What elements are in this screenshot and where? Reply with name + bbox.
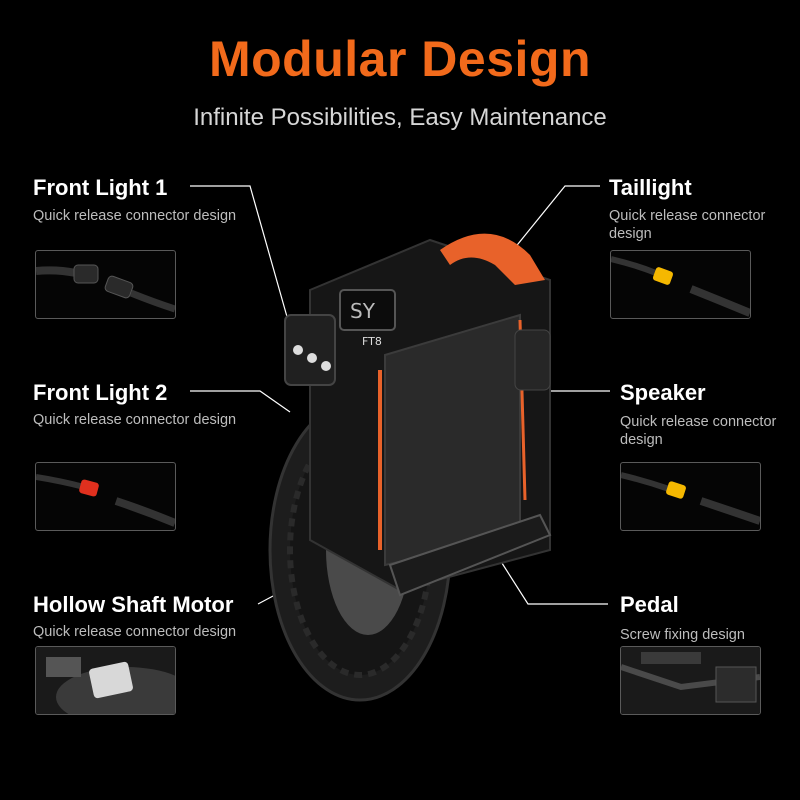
connector-cable-yellow-icon xyxy=(611,256,750,317)
part-desc-front-light-2: Quick release connector design xyxy=(33,412,237,428)
part-desc-speaker: Quick release connector design xyxy=(620,414,777,448)
part-label-front-light-1: Front Light 1 xyxy=(33,175,168,200)
thumb-front-light-1 xyxy=(35,250,176,319)
leader-line-taillight xyxy=(504,185,600,261)
part-label-motor: Hollow Shaft Motor xyxy=(33,592,234,617)
connector-cable-red-icon xyxy=(36,474,175,527)
thumb-speaker xyxy=(620,462,761,531)
leader-line-front-light-1 xyxy=(190,185,296,346)
leader-line-front-light-2 xyxy=(190,390,291,413)
part-desc-motor: Quick release connector design xyxy=(33,624,237,640)
part-label-front-light-2: Front Light 2 xyxy=(33,380,168,405)
electric-unicycle-image: SY FT8 xyxy=(268,233,552,702)
thumb-motor xyxy=(35,646,176,715)
part-desc-pedal: Screw fixing design xyxy=(620,627,745,643)
leader-line-pedal xyxy=(499,559,608,605)
part-label-speaker: Speaker xyxy=(620,380,706,405)
page-title: Modular Design xyxy=(208,31,592,87)
thumb-taillight xyxy=(610,250,751,319)
part-desc-taillight: Quick release connector design xyxy=(609,208,766,242)
thumb-front-light-2 xyxy=(35,462,176,531)
model-badge: FT8 xyxy=(362,335,382,348)
part-label-pedal: Pedal xyxy=(620,592,679,617)
pedal-shape xyxy=(388,513,552,597)
page-subtitle: Infinite Possibilities, Easy Maintenance xyxy=(193,104,607,131)
svg-text:SY: SY xyxy=(350,299,376,323)
part-desc-front-light-1: Quick release connector design xyxy=(33,208,237,224)
connector-cable-yellow-icon xyxy=(621,472,760,525)
part-label-taillight: Taillight xyxy=(609,175,692,200)
motor-connector-icon xyxy=(36,647,175,714)
connector-cable-icon xyxy=(36,264,175,313)
pedal-screw-icon xyxy=(621,647,760,714)
handle xyxy=(440,233,545,285)
thumb-pedal xyxy=(620,646,761,715)
